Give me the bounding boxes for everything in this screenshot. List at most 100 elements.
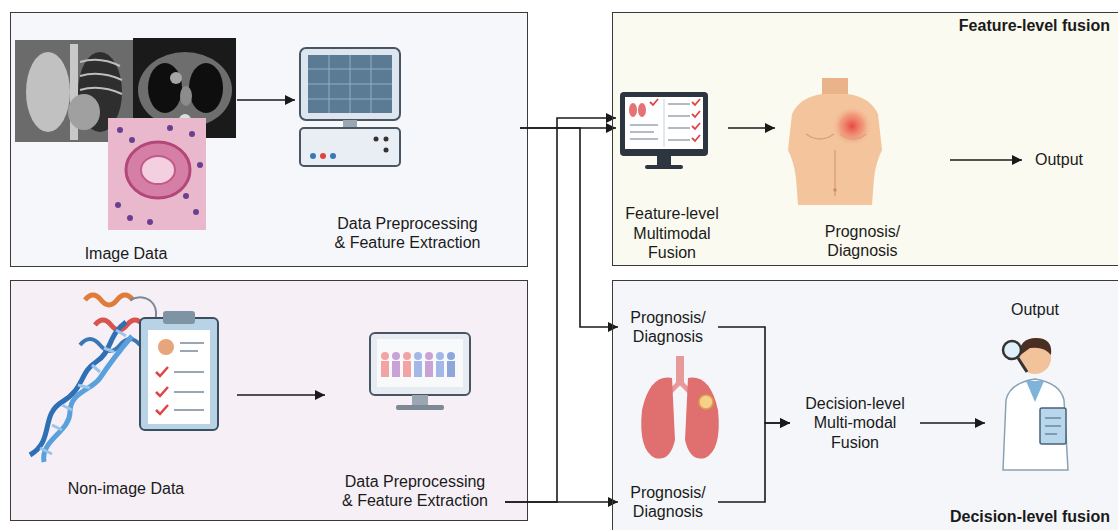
node-label: Feature-level Multimodal Fusion	[620, 204, 724, 262]
computer-icon	[384, 137, 389, 142]
doctor-figure	[1003, 338, 1068, 470]
computer-icon	[374, 137, 379, 142]
connector-arrow	[718, 327, 790, 423]
histology-slide	[115, 202, 121, 208]
clipboard	[174, 372, 204, 410]
fusion-unit: Decision-level Multi-modal Fusion	[790, 390, 920, 456]
fusion-monitor	[657, 156, 671, 165]
ct-scan	[170, 72, 182, 84]
fusion-monitor	[650, 99, 700, 141]
computer-icon	[300, 48, 400, 166]
computer-icon	[320, 153, 326, 159]
histology-slide	[141, 156, 175, 184]
dna-helix	[40, 330, 126, 454]
doctor-figure	[1045, 418, 1061, 434]
computer-icon	[343, 120, 357, 128]
node-label: Prognosis/ Diagnosis	[622, 308, 714, 346]
monitor-icon	[403, 352, 411, 360]
connector-arrow	[728, 127, 775, 129]
lung-organ	[699, 395, 713, 409]
ct-scan	[148, 63, 182, 113]
fusion-panel: Feature-level fusionFeature-level Multim…	[612, 12, 1118, 266]
panel-ground	[612, 280, 1118, 530]
output-box: Output	[985, 300, 1085, 475]
monitor-icon	[447, 361, 455, 377]
monitor-icon	[377, 339, 463, 387]
connector-arrow	[237, 394, 325, 396]
computer-icon	[300, 128, 400, 166]
torso-figure	[788, 78, 882, 205]
histology-slide	[117, 127, 123, 133]
computer-icon	[308, 55, 392, 113]
panel-ground	[11, 281, 528, 521]
ct-scan	[180, 86, 192, 106]
computer-icon	[308, 55, 392, 113]
monitor-icon	[370, 333, 470, 395]
fusion-monitor	[625, 97, 703, 149]
computer-icon	[384, 148, 389, 153]
doctor-figure	[1019, 338, 1051, 356]
prognosis-box: Prognosis/ Diagnosis	[618, 478, 718, 526]
node-label: Decision-level Multi-modal Fusion	[794, 394, 916, 452]
monitor-icon	[381, 361, 389, 377]
panel-ground	[612, 12, 1118, 266]
node-label: Data Preprocessing & Feature Extraction	[333, 214, 483, 252]
preprocessing-unit: Data Preprocessing & Feature Extraction	[325, 330, 505, 510]
histology-slide	[197, 162, 203, 168]
connector-arrow	[505, 501, 618, 503]
fusion-monitor	[620, 92, 708, 169]
monitor-icon	[381, 352, 389, 360]
monitor-icon	[447, 352, 455, 360]
node-label: Non-image Data	[68, 479, 185, 498]
doctor-figure	[1003, 379, 1068, 470]
monitor-icon	[370, 333, 470, 410]
node-label: Data Preprocessing & Feature Extraction	[340, 472, 490, 510]
histology-slide	[183, 193, 189, 199]
dna-helix	[30, 322, 132, 462]
lung-organ	[676, 356, 684, 384]
fusion-monitor	[620, 92, 708, 156]
output-box: Output	[1022, 146, 1096, 174]
clipboard	[140, 318, 218, 430]
clipboard	[156, 367, 168, 414]
monitor-icon	[425, 352, 433, 360]
chest-xray	[80, 60, 122, 94]
doctor-figure	[1026, 381, 1044, 402]
image-data-group: Image Data	[15, 35, 237, 263]
doctor-figure	[1018, 358, 1027, 372]
doctor-figure	[1003, 341, 1021, 359]
ct-scan	[189, 63, 223, 113]
lung-organ	[685, 378, 719, 459]
connector-arrow	[920, 422, 985, 424]
clipboard	[140, 311, 218, 430]
lung-organ	[641, 378, 675, 459]
connector-arrow	[718, 423, 790, 502]
protein-structure	[85, 295, 133, 305]
ct-scan	[138, 52, 232, 128]
fusion-unit: Feature-level Multimodal Fusion	[616, 92, 728, 262]
connector-arrow	[505, 118, 616, 502]
histology-slide	[167, 125, 173, 131]
prognosis-box: Prognosis/ Diagnosis	[618, 303, 718, 351]
doctor-figure	[1040, 408, 1066, 444]
panel-title: Feature-level fusion	[613, 13, 1118, 39]
dna-helix	[44, 336, 132, 462]
prognosis-box: Prognosis/ Diagnosis	[775, 75, 950, 260]
histology-slide	[126, 142, 190, 198]
node-label: Image Data	[85, 244, 168, 263]
chest-xray	[68, 94, 100, 130]
node-label: Output	[1011, 300, 1059, 319]
monitor-icon	[392, 361, 400, 377]
node-label: Prognosis/ Diagnosis	[817, 222, 909, 260]
monitor-icon	[436, 361, 444, 377]
lung-organ	[641, 356, 719, 459]
monitor-icon	[414, 352, 422, 360]
histology-slide	[193, 209, 199, 215]
monitor-icon	[412, 395, 428, 405]
torso-figure	[788, 94, 882, 205]
fusion-monitor	[638, 103, 646, 117]
monitor-icon	[403, 361, 411, 377]
